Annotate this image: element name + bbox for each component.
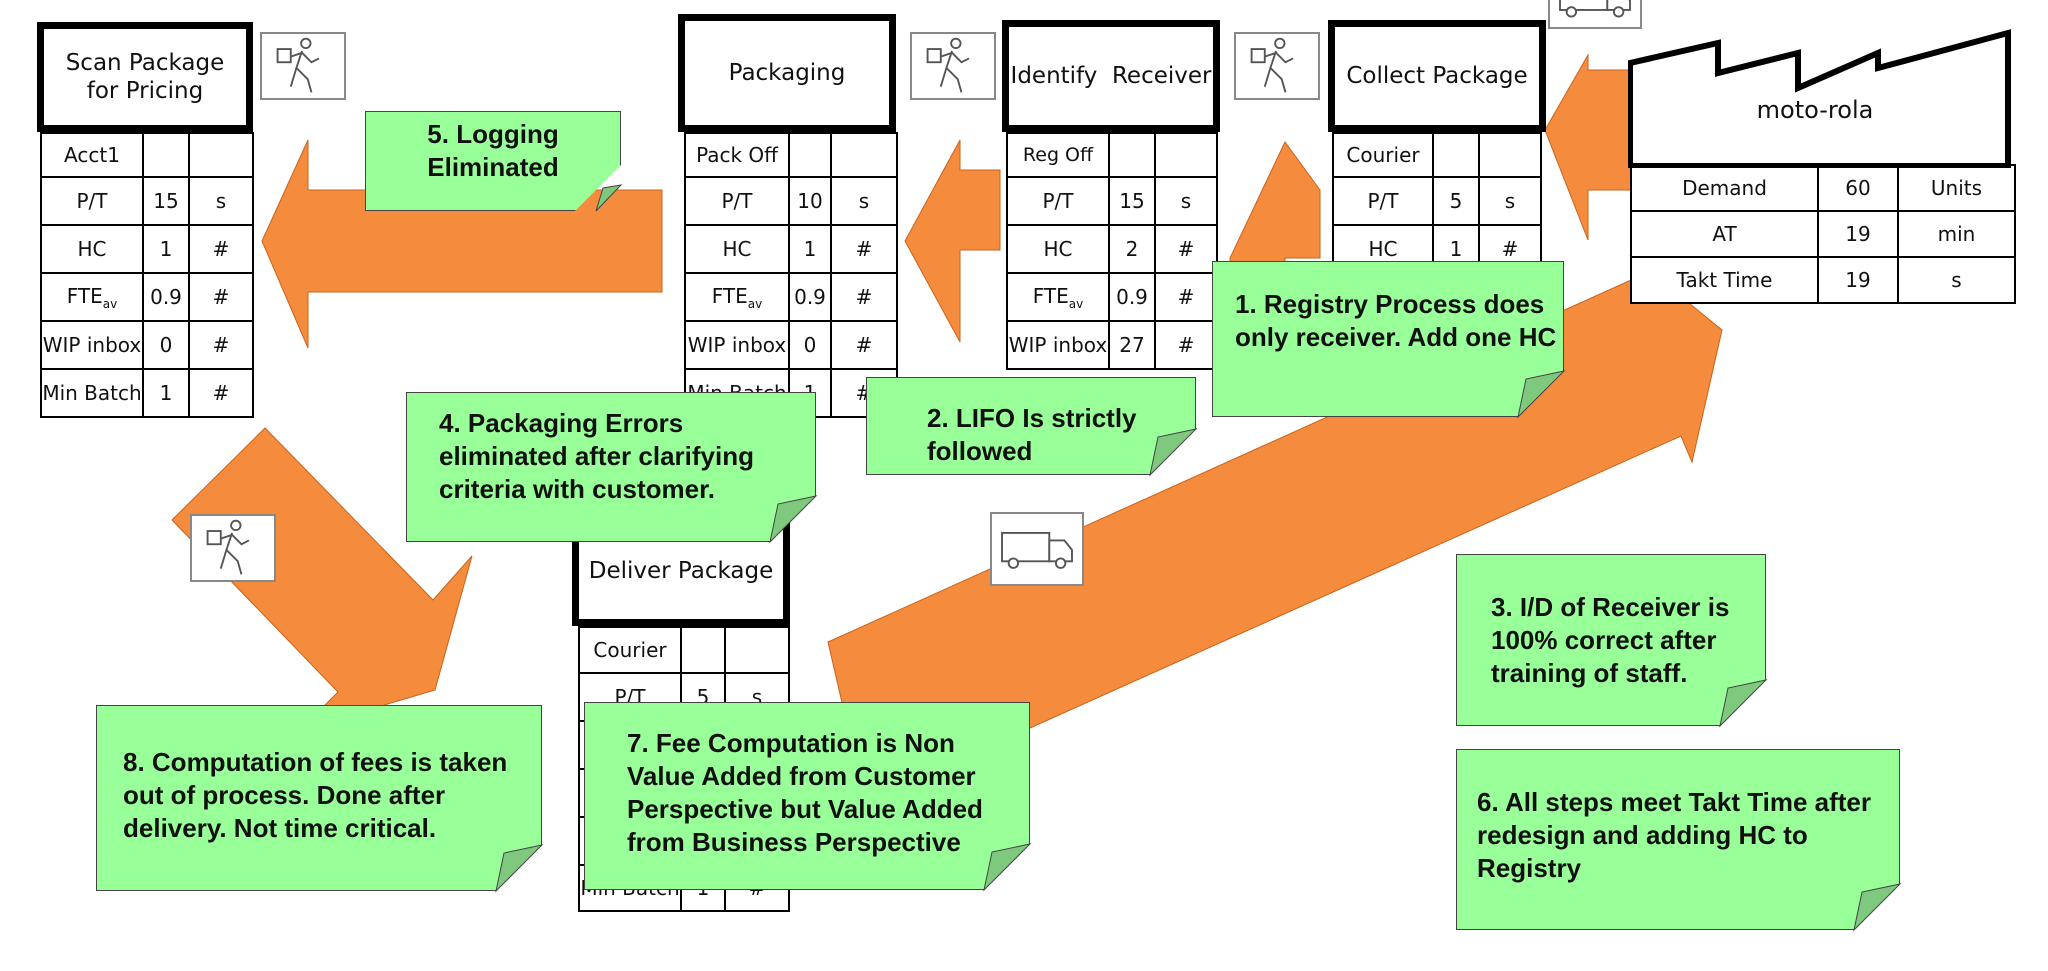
- note-5-logging: 5. Logging Eliminated: [365, 111, 621, 211]
- truck-icon: [1548, 0, 1642, 29]
- customer-label: Takt Time: [1630, 256, 1819, 304]
- customer-unit: Units: [1897, 164, 2016, 212]
- customer-value: 19: [1817, 210, 1899, 258]
- note-2-lifo: 2. LIFO Is strictly followed: [866, 377, 1196, 475]
- row-value: 0.9: [1108, 272, 1156, 322]
- row-label: FTEav: [40, 272, 144, 322]
- note-1-registry: 1. Registry Process does only receiver. …: [1212, 261, 1564, 417]
- flow-arrow-to-identify: [1229, 141, 1321, 263]
- row-value: 0.9: [142, 272, 190, 322]
- row-value: 10: [788, 176, 832, 226]
- row-value: 2: [1108, 224, 1156, 274]
- operator-icon: [190, 514, 276, 582]
- row-label: HC: [1006, 224, 1110, 274]
- note-6-takt-time: 6. All steps meet Takt Time after redesi…: [1456, 749, 1900, 930]
- row-label: P/T: [684, 176, 790, 226]
- customer-unit: s: [1897, 256, 2016, 304]
- row-value: 15: [142, 176, 190, 226]
- process-title: Identify Receiver: [1010, 63, 1212, 89]
- operator-icon: [1234, 32, 1320, 100]
- process-title: Scan Package for Pricing: [65, 50, 225, 104]
- customer-unit: min: [1897, 210, 2016, 258]
- process-box-collect-package: Collect Package: [1328, 20, 1546, 132]
- row-value: 1: [788, 224, 832, 274]
- row-unit: #: [1154, 224, 1218, 274]
- row-label: WIP inbox: [40, 320, 144, 370]
- process-header: Courier: [578, 626, 682, 674]
- process-box-identify-receiver: Identify Receiver: [1002, 20, 1220, 132]
- row-label: WIP inbox: [684, 320, 790, 370]
- customer-value: 19: [1817, 256, 1899, 304]
- process-header: Reg Off: [1006, 132, 1110, 178]
- customer-value: 60: [1817, 164, 1899, 212]
- row-unit: #: [188, 224, 254, 274]
- truck-icon: [990, 512, 1084, 586]
- process-title: Collect Package: [1346, 63, 1528, 89]
- process-header: Pack Off: [684, 132, 790, 178]
- process-title: Packaging: [728, 60, 846, 86]
- row-value: 0.9: [788, 272, 832, 322]
- factory-icon: [1628, 29, 2011, 168]
- row-unit: #: [830, 272, 898, 322]
- row-label: Min Batch: [40, 368, 144, 418]
- row-unit: #: [188, 272, 254, 322]
- process-header: Courier: [1332, 132, 1434, 178]
- note-4-packaging-errors: 4. Packaging Errors eliminated after cla…: [406, 392, 816, 542]
- process-title: Deliver Package: [588, 558, 774, 584]
- operator-icon: [910, 32, 996, 100]
- row-unit: s: [1154, 176, 1218, 226]
- row-value: 5: [1432, 176, 1480, 226]
- flow-arrow-to-packaging: [904, 139, 1001, 343]
- row-value: 0: [788, 320, 832, 370]
- row-unit: #: [1154, 272, 1218, 322]
- row-label: HC: [684, 224, 790, 274]
- row-unit: s: [188, 176, 254, 226]
- row-unit: s: [830, 176, 898, 226]
- process-box-packaging: Packaging: [678, 14, 896, 132]
- row-value: 0: [142, 320, 190, 370]
- row-label: WIP inbox: [1006, 320, 1110, 370]
- row-unit: #: [830, 224, 898, 274]
- row-label: P/T: [40, 176, 144, 226]
- row-value: 1: [142, 224, 190, 274]
- flow-arrow-to-collect: [1544, 53, 1633, 241]
- row-unit: s: [1478, 176, 1542, 226]
- process-header: Acct1: [40, 132, 144, 178]
- note-7-fee-computation: 7. Fee Computation is Non Value Added fr…: [584, 702, 1030, 890]
- row-label: P/T: [1006, 176, 1110, 226]
- row-label: HC: [40, 224, 144, 274]
- row-label: FTEav: [684, 272, 790, 322]
- row-unit: #: [188, 320, 254, 370]
- row-unit: #: [188, 368, 254, 418]
- row-unit: #: [1154, 320, 1218, 370]
- row-unit: #: [830, 320, 898, 370]
- row-value: 1: [142, 368, 190, 418]
- process-box-scan: Scan Package for Pricing: [37, 22, 253, 132]
- row-value: 27: [1108, 320, 1156, 370]
- customer-label: AT: [1630, 210, 1819, 258]
- note-8-fee-out-of-process: 8. Computation of fees is taken out of p…: [96, 705, 542, 891]
- row-label: FTEav: [1006, 272, 1110, 322]
- customer-label: Demand: [1630, 164, 1819, 212]
- row-value: 15: [1108, 176, 1156, 226]
- row-label: P/T: [1332, 176, 1434, 226]
- operator-icon: [260, 32, 346, 100]
- note-3-receiver-id: 3. I/D of Receiver is 100% correct after…: [1456, 554, 1766, 726]
- customer-name: moto-rola: [1756, 96, 1874, 124]
